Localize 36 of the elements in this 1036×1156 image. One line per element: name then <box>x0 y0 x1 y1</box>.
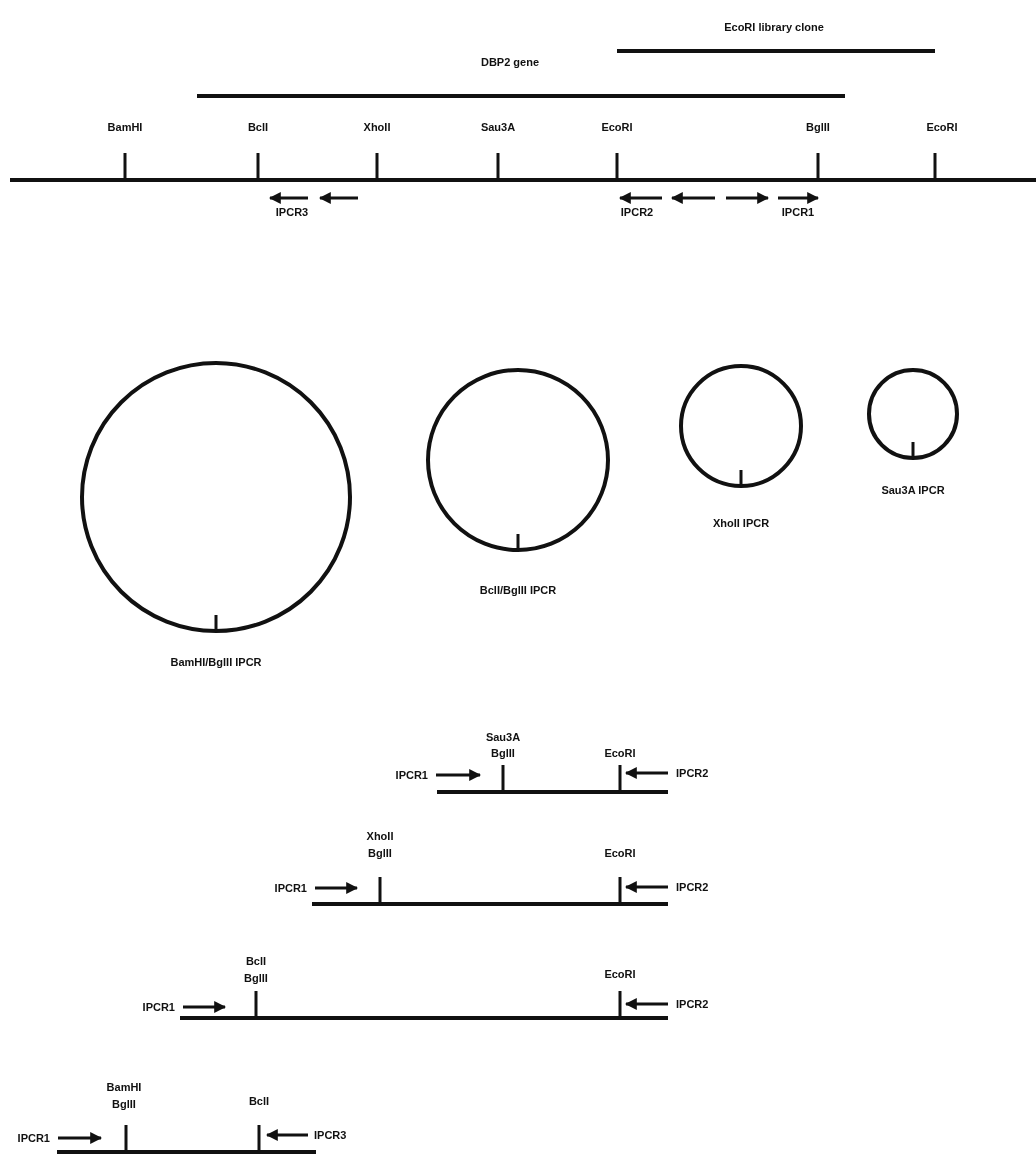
site-label: XhoII <box>363 120 391 134</box>
site-label: BamHI <box>107 120 143 134</box>
primer-label: IPCR1 <box>781 205 815 219</box>
site-label: BglII <box>244 971 268 985</box>
primer-label: IPCR3 <box>275 205 309 219</box>
circle-label: XhoII IPCR <box>712 516 770 530</box>
circle-label: Sau3A IPCR <box>881 483 945 497</box>
site-label: BclI <box>245 954 267 968</box>
site-label: EcoRI <box>604 846 636 860</box>
circle-label: BclI/BglII IPCR <box>479 583 557 597</box>
site-label: BglII <box>806 120 830 134</box>
primer-label: IPCR2 <box>620 205 654 219</box>
gene-label: DBP2 gene <box>480 55 540 69</box>
site-label: BamHI <box>106 1080 142 1094</box>
primer-label: IPCR1 <box>274 881 307 895</box>
site-label: XhoII <box>366 829 394 843</box>
site-label: Sau3A <box>485 730 521 744</box>
primer-label: IPCR3 <box>314 1128 347 1142</box>
site-label: EcoRI <box>604 746 636 760</box>
clone-label: EcoRI library clone <box>724 20 824 34</box>
primer-label: IPCR2 <box>676 997 709 1011</box>
site-label: BclI <box>248 1094 270 1108</box>
primer-label: IPCR1 <box>395 768 428 782</box>
site-label: BglII <box>112 1097 136 1111</box>
circle-label: BamHI/BglII IPCR <box>170 655 262 669</box>
site-label: EcoRI <box>604 967 636 981</box>
site-label: BglII <box>368 846 392 860</box>
site-label: EcoRI <box>926 120 958 134</box>
site-label: EcoRI <box>601 120 633 134</box>
primer-label: IPCR2 <box>676 880 709 894</box>
site-label: BglII <box>491 746 515 760</box>
primer-label: IPCR1 <box>17 1131 50 1145</box>
primer-label: IPCR2 <box>676 766 709 780</box>
primer-label: IPCR1 <box>142 1000 175 1014</box>
site-label: Sau3A <box>480 120 516 134</box>
site-label: BclI <box>247 120 269 134</box>
